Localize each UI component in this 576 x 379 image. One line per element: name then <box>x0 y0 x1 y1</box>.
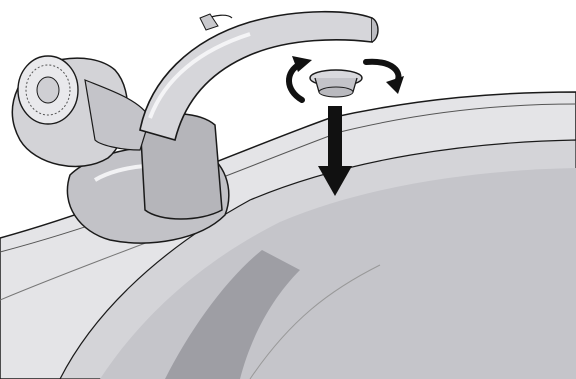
aerator-installation-illustration <box>0 0 576 379</box>
illustration-svg <box>0 0 576 379</box>
